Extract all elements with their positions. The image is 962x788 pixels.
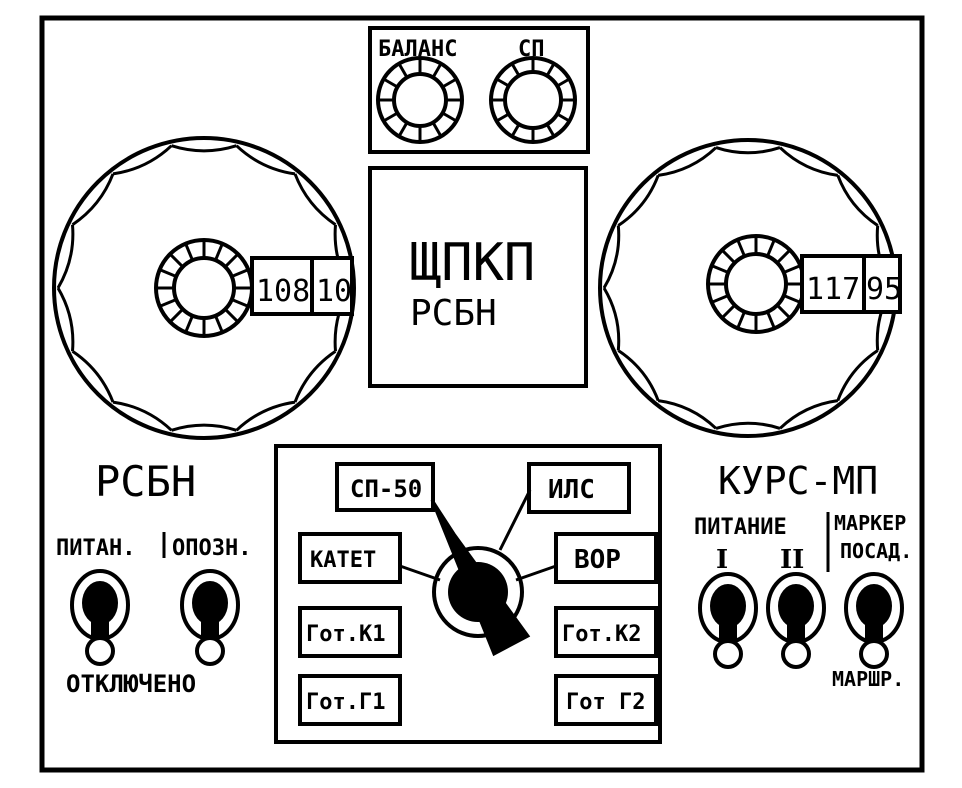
right-readout-sub: 95 — [866, 272, 902, 307]
gotk2-label: Гот.К2 — [562, 622, 641, 647]
landing-label: ПОСАД. — [840, 539, 912, 563]
marker-toggle[interactable] — [844, 572, 904, 669]
selector-position-gotk2[interactable]: Гот.К2 — [554, 606, 658, 658]
power-label-right: ПИТАНИЕ — [694, 515, 787, 540]
power-toggle-label: ПИТАН. — [56, 536, 135, 561]
sp50-label: СП-50 — [350, 475, 422, 503]
power-1-label: I — [716, 545, 728, 575]
left-inner-knob[interactable] — [154, 238, 254, 338]
sp-knob[interactable] — [489, 56, 577, 144]
right-inner-knob[interactable] — [706, 234, 806, 334]
gotg1-label: Гот.Г1 — [306, 690, 385, 715]
selector-position-gotk1[interactable]: Гот.К1 — [298, 606, 402, 658]
off-label: ОТКЛЮЧЕНО — [66, 670, 196, 698]
gotk1-label: Гот.К1 — [306, 622, 385, 647]
top-knob-box — [368, 26, 590, 154]
left-dial-grip — [56, 144, 352, 432]
gotg2-label: Гот Г2 — [566, 690, 645, 715]
panel-frame — [39, 15, 925, 773]
selector-position-gotg1[interactable]: Гот.Г1 — [298, 674, 402, 726]
rsbn-section-title: РСБН — [95, 457, 196, 506]
power-2-label: II — [780, 545, 804, 575]
kurs-power-2-toggle[interactable] — [766, 572, 826, 669]
katet-label: КАТЕТ — [310, 548, 376, 573]
mode-selector-box — [274, 444, 662, 744]
kurs-mp-title: КУРС-МП — [718, 459, 878, 503]
vor-label: ВОР — [574, 545, 621, 575]
left-readout-sub: 10 — [316, 274, 352, 309]
power-toggle-switch[interactable] — [70, 569, 130, 666]
marker-label: МАРКЕР — [834, 511, 906, 535]
ident-toggle-label: ОПОЗН. — [172, 536, 251, 561]
right-readout-main: 117 — [806, 272, 860, 307]
ident-toggle-switch[interactable] — [180, 569, 240, 666]
route-label: МАРШР. — [832, 667, 904, 691]
mode-selector-switch[interactable] — [399, 489, 557, 657]
balance-knob[interactable] — [376, 56, 464, 144]
left-readout: 108 10 — [250, 256, 354, 316]
center-display-subtitle: РСБН — [410, 293, 497, 334]
kurs-power-1-toggle[interactable] — [698, 572, 758, 669]
right-dial-grip — [602, 146, 894, 430]
selector-position-katet[interactable]: КАТЕТ — [298, 532, 402, 584]
center-display — [368, 166, 588, 388]
ils-label: ИЛС — [548, 475, 595, 505]
center-display-title: ЩПКП — [410, 233, 535, 293]
selector-position-gotg2[interactable]: Гот Г2 — [554, 674, 658, 726]
left-readout-main: 108 — [256, 274, 310, 309]
selector-position-vor[interactable]: ВОР — [554, 532, 658, 584]
selector-position-sp50[interactable]: СП-50 — [335, 462, 435, 512]
right-readout: 117 95 — [800, 254, 902, 314]
selector-position-ils[interactable]: ИЛС — [527, 462, 631, 514]
